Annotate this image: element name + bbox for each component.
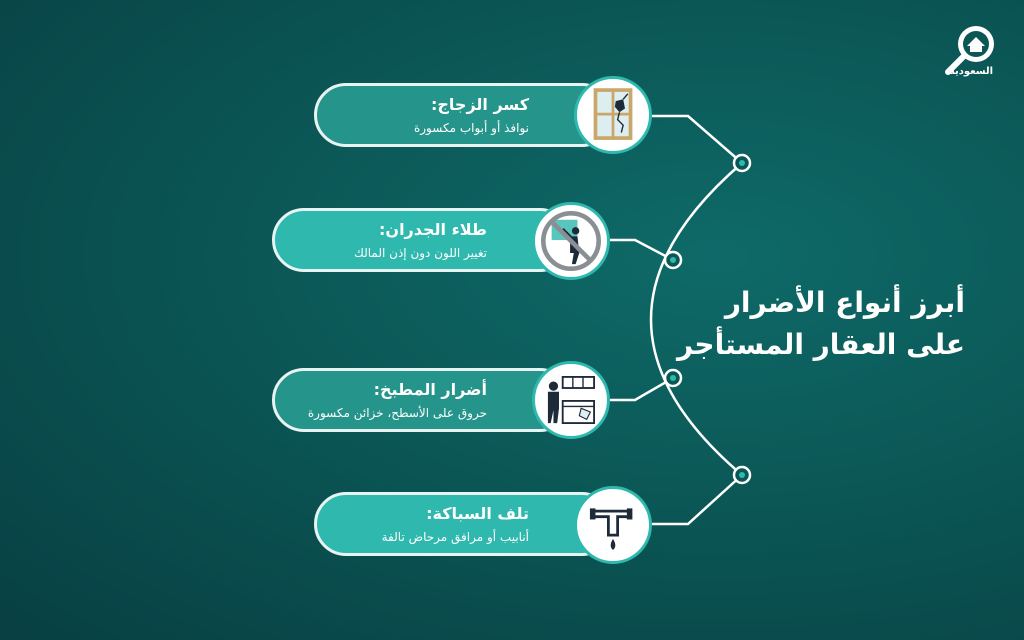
logo-text: السعودية [948, 66, 994, 77]
no-painting-icon [532, 202, 610, 280]
leaking-pipe-icon [574, 486, 652, 564]
card-title: طلاء الجدران: [379, 220, 487, 239]
connector-line-2 [610, 238, 674, 262]
damage-card-glass: كسر الزجاج: نوافذ أو أبواب مكسورة [314, 83, 614, 147]
node-dot-2 [663, 250, 683, 270]
connector-line-3 [610, 376, 674, 402]
kitchen-damage-icon [532, 361, 610, 439]
title-line-1: أبرز أنواع الأضرار [724, 286, 965, 319]
broken-window-icon [574, 76, 652, 154]
card-title: كسر الزجاج: [430, 95, 529, 114]
node-dot-4 [732, 465, 752, 485]
card-description: تغيير اللون دون إذن المالك [353, 246, 487, 260]
title-line-2: على العقار المستأجر [677, 328, 965, 361]
connector-line-4 [652, 474, 743, 526]
damage-card-kitchen: أضرار المطبخ: حروق على الأسطح، خزائن مكس… [272, 368, 572, 432]
card-title: تلف السباكة: [426, 504, 529, 523]
card-description: أنابيب أو مرافق مرحاض تالفة [381, 530, 529, 544]
damage-card-plumbing: تلف السباكة: أنابيب أو مرافق مرحاض تالفة [314, 492, 614, 556]
connector-line-1 [652, 114, 743, 164]
card-description: حروق على الأسطح، خزائن مكسورة [307, 406, 487, 420]
house-magnifier-icon [940, 18, 1002, 82]
page-title: أبرز أنواع الأضرار على العقار المستأجر [640, 282, 965, 366]
connector-arc [649, 162, 743, 476]
card-title: أضرار المطبخ: [373, 380, 487, 399]
damage-card-walls: طلاء الجدران: تغيير اللون دون إذن المالك [272, 208, 572, 272]
card-description: نوافذ أو أبواب مكسورة [413, 121, 529, 135]
node-dot-1 [732, 153, 752, 173]
node-dot-3 [663, 368, 683, 388]
